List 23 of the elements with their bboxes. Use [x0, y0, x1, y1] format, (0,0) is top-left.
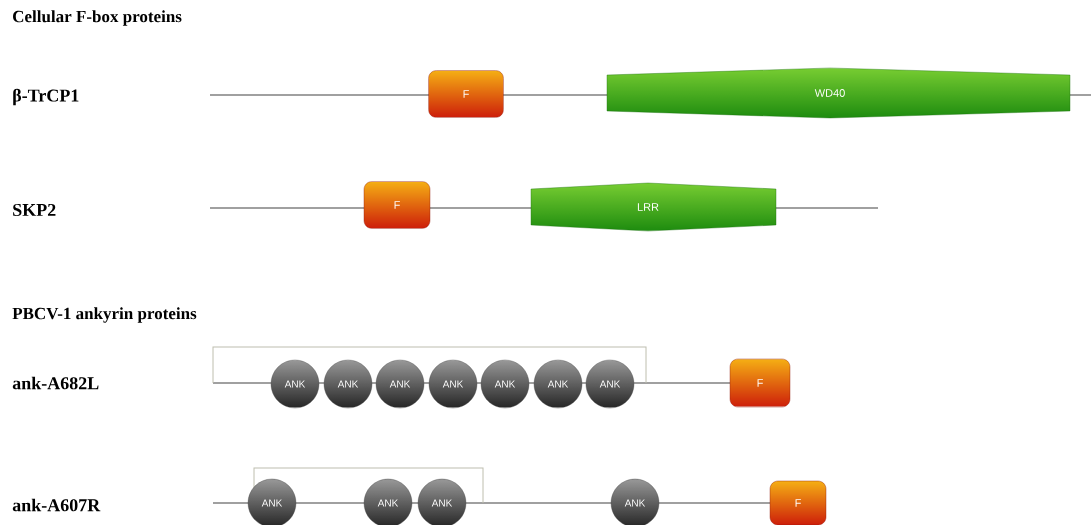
protein-name: β-TrCP1: [13, 88, 79, 106]
ankyrin-repeat: ANK: [610, 478, 660, 525]
repeat-domain: WD40: [606, 67, 1071, 119]
protein-name: ank-A607R: [12, 498, 101, 512]
ankyrin-repeat: ANK: [480, 359, 530, 409]
f-box-domain: F: [729, 358, 791, 408]
ankyrin-repeat: ANK: [428, 359, 478, 409]
f-box-domain: F: [769, 480, 827, 525]
ankyrin-repeat: ANK: [323, 359, 373, 409]
f-box-domain: F: [363, 181, 431, 229]
ankyrin-repeat: ANK: [363, 478, 413, 525]
ankyrin-repeat: ANK: [585, 359, 635, 409]
repeat-domain: LRR: [530, 182, 777, 232]
ankyrin-repeat: ANK: [270, 359, 320, 409]
section-heading: PBCV-1 ankyrin proteins: [12, 307, 197, 323]
protein-name: SKP2: [13, 203, 56, 217]
ankyrin-repeat: ANK: [533, 359, 583, 409]
protein-name: ank-A682L: [12, 376, 99, 390]
ankyrin-repeat: ANK: [375, 359, 425, 409]
ankyrin-repeat: ANK: [247, 478, 297, 525]
f-box-domain: F: [428, 70, 504, 118]
section-heading: Cellular F-box proteins: [13, 10, 182, 26]
ankyrin-repeat: ANK: [417, 478, 467, 525]
